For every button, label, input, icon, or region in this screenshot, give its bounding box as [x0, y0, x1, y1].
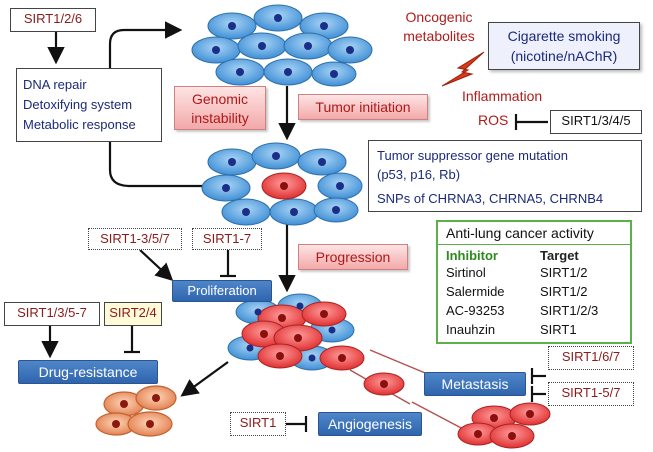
lightning-icon: [441, 51, 485, 87]
activity-table-row: Salermide SIRT1/2: [438, 282, 630, 301]
dna-repair-text: DNA repair: [23, 77, 87, 92]
oncogenic-metabolites-label: Oncogenic metabolites: [384, 8, 494, 46]
sirt17-label: SIRT1-7: [192, 228, 262, 250]
sirt167-label: SIRT1/6/7: [548, 346, 634, 370]
connector-lines: [41, 21, 548, 432]
inhibitor-cell: AC-93253: [446, 303, 505, 318]
sirt13_57-label: SIRT1/3/5-7: [4, 302, 100, 326]
activity-table-header: Inhibitor Target: [438, 245, 630, 263]
activity-table: Anti-lung cancer activity Inhibitor Targ…: [436, 220, 632, 344]
inhibitor-cell: Salermide: [446, 284, 505, 299]
genomic-line1: Genomic: [191, 91, 249, 107]
tumor-cell-cluster: [227, 293, 365, 371]
tumor-suppressor-box: Tumor suppressor gene mutation (p53, p16…: [368, 140, 642, 212]
mutated-cell-cluster: [201, 142, 363, 226]
activity-table-title: Anti-lung cancer activity: [438, 222, 630, 245]
sirt1-label: SIRT1: [230, 412, 286, 436]
snps-text: SNPs of CHRNA3, CHRNA5, CHRNB4: [377, 191, 604, 206]
metastatic-cell: [363, 372, 405, 396]
ros-label: ROS: [478, 112, 509, 128]
tsg-line2: (p53, p16, Rb): [377, 167, 461, 182]
progression-box: Progression: [298, 244, 408, 270]
tsg-line1: Tumor suppressor gene mutation: [377, 148, 569, 163]
sirt1357-label: SIRT1-3/5/7: [88, 228, 182, 250]
target-cell: SIRT1/2: [540, 284, 588, 299]
cigarette-line2: (nicotine/nAChR): [510, 48, 618, 64]
col-target: Target: [540, 248, 579, 263]
target-cell: SIRT1: [540, 322, 577, 337]
target-cell: SIRT1/2: [540, 265, 588, 280]
angiogenesis-box: Angiogenesis: [318, 412, 422, 436]
inflammation-label: Inflammation: [462, 88, 543, 104]
activity-table-row: Sirtinol SIRT1/2: [438, 263, 630, 282]
normal-cell-cluster-top: [191, 4, 373, 87]
metabolic-text: Metabolic response: [23, 117, 136, 132]
col-inhibitor: Inhibitor: [446, 248, 498, 263]
metastasis-box: Metastasis: [424, 372, 526, 396]
detoxifying-text: Detoxifying system: [23, 97, 133, 112]
cigarette-line1: Cigarette smoking: [507, 28, 621, 44]
oncogenic-line1: Oncogenic: [405, 9, 473, 25]
sirt126-label: SIRT1/2/6: [10, 8, 96, 32]
oncogenic-line2: metabolites: [403, 28, 475, 44]
drug-resistance-box: Drug-resistance: [18, 360, 158, 384]
sirt1_57-label: SIRT1-5/7: [548, 382, 634, 406]
target-cell: SIRT1/2/3: [540, 303, 599, 318]
drug-resistant-cell-cluster: [95, 385, 177, 437]
inhibitor-cell: Sirtinol: [446, 265, 486, 280]
inhibitor-cell: Inauhzin: [446, 322, 496, 337]
tumor-initiation-box: Tumor initiation: [298, 94, 428, 120]
activity-table-row: Inauhzin SIRT1: [438, 320, 630, 339]
sirt1345-label: SIRT1/3/4/5: [550, 110, 642, 134]
dna-repair-box: DNA repair Detoxifying system Metabolic …: [16, 68, 162, 142]
sirt24-label: SIRT2/4: [104, 302, 162, 326]
activity-table-row: AC-93253 SIRT1/2/3: [438, 301, 630, 320]
proliferation-box: Proliferation: [172, 280, 272, 302]
cigarette-smoking-box: Cigarette smoking (nicotine/nAChR): [488, 22, 640, 70]
distant-tumor-cluster: [457, 402, 551, 449]
genomic-instability-box: Genomic instability: [174, 86, 266, 130]
genomic-line2: instability: [191, 110, 249, 126]
